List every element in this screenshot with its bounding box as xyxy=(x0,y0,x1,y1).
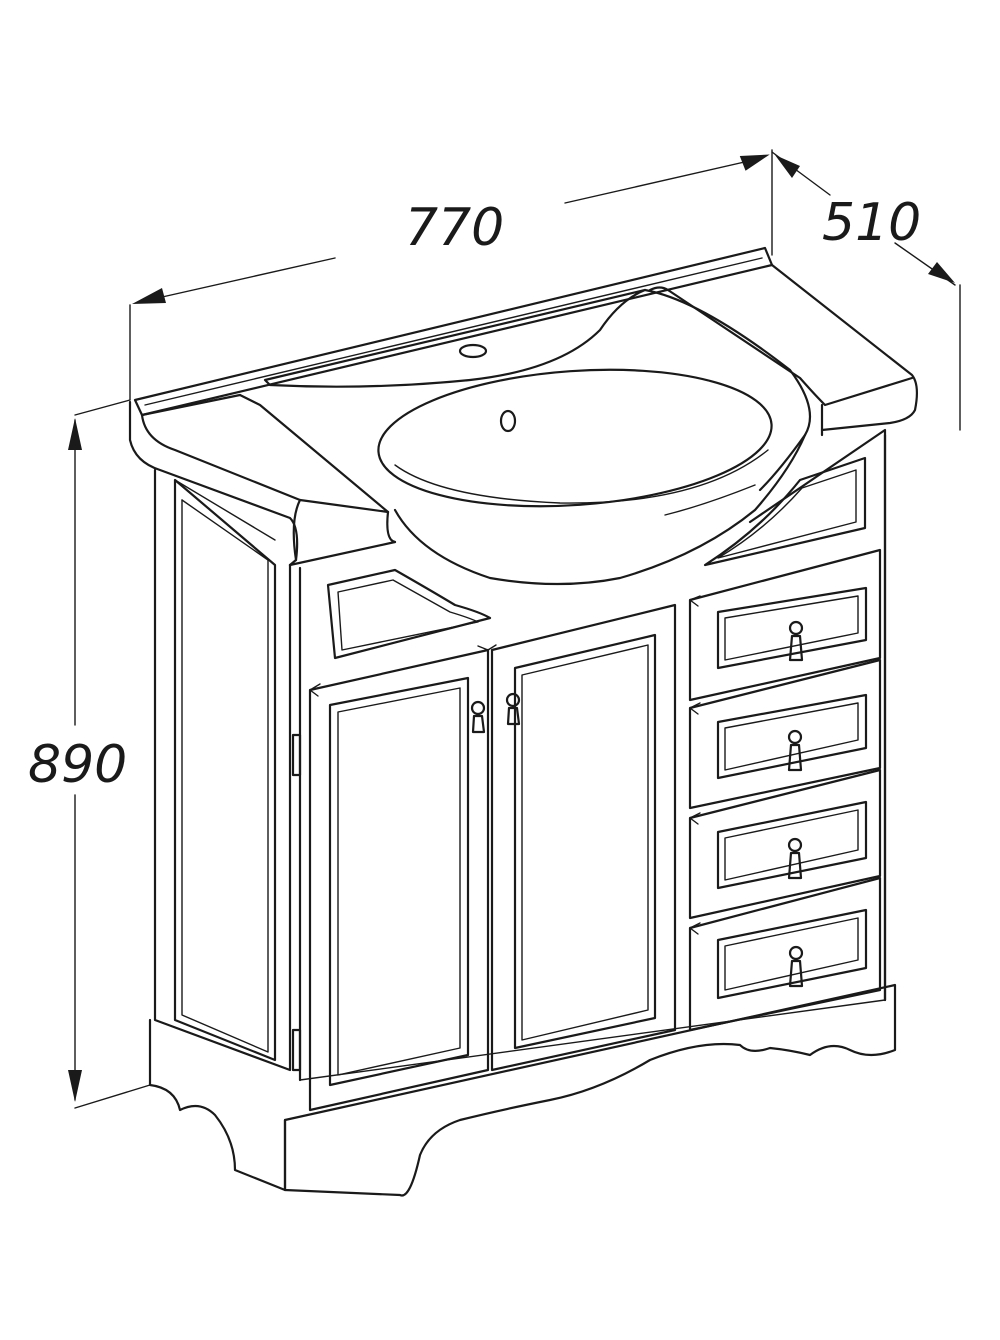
drawer-1[interactable] xyxy=(688,548,882,702)
top-right-panel xyxy=(703,456,867,567)
depth-dimension: 510 xyxy=(771,151,961,431)
cabinet-body xyxy=(153,428,887,1082)
lower-hinge-icon xyxy=(291,1028,302,1072)
depth-label: 510 xyxy=(822,193,921,253)
height-dimension: 890 xyxy=(28,399,151,1109)
width-label: 770 xyxy=(405,198,504,258)
width-dimension: 770 xyxy=(129,149,773,401)
height-label: 890 xyxy=(28,735,127,795)
basin xyxy=(263,288,812,586)
left-door-handle-icon[interactable] xyxy=(470,700,486,734)
left-door[interactable] xyxy=(308,648,490,1112)
countertop xyxy=(128,246,919,567)
right-door-handle-icon[interactable] xyxy=(505,692,521,726)
drawer-4[interactable] xyxy=(688,876,882,1032)
drawer-2[interactable] xyxy=(688,658,882,810)
plinth xyxy=(148,983,897,1197)
right-door[interactable] xyxy=(490,603,677,1072)
upper-hinge-icon xyxy=(291,733,302,777)
top-left-panel xyxy=(326,568,492,660)
drawer-separators xyxy=(309,595,701,935)
drawer-3[interactable] xyxy=(688,768,882,920)
